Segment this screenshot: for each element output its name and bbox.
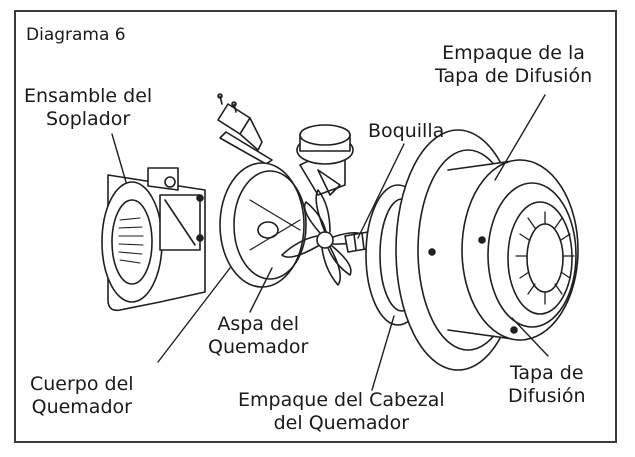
label-burner-blade: Aspa del Quemador bbox=[208, 313, 309, 358]
blower-assembly-part bbox=[101, 167, 206, 312]
leader-lines bbox=[111, 94, 549, 391]
bracket-part bbox=[217, 93, 273, 165]
label-diffusion-cap: Tapa de Difusión bbox=[508, 362, 586, 407]
burner-blade-part bbox=[281, 189, 369, 286]
label-nozzle: Boquilla bbox=[368, 120, 445, 142]
diffusion-cap-part bbox=[395, 129, 579, 371]
label-burner-head-gasket: Empaque del Cabezal del Quemador bbox=[238, 389, 445, 434]
label-blower-assembly: Ensamble del Soplador bbox=[24, 85, 153, 130]
label-burner-body: Cuerpo del Quemador bbox=[30, 373, 134, 418]
label-diffusion-cap-gasket: Empaque de la Tapa de Difusión bbox=[435, 42, 593, 87]
diagram-title: Diagrama 6 bbox=[26, 25, 126, 45]
